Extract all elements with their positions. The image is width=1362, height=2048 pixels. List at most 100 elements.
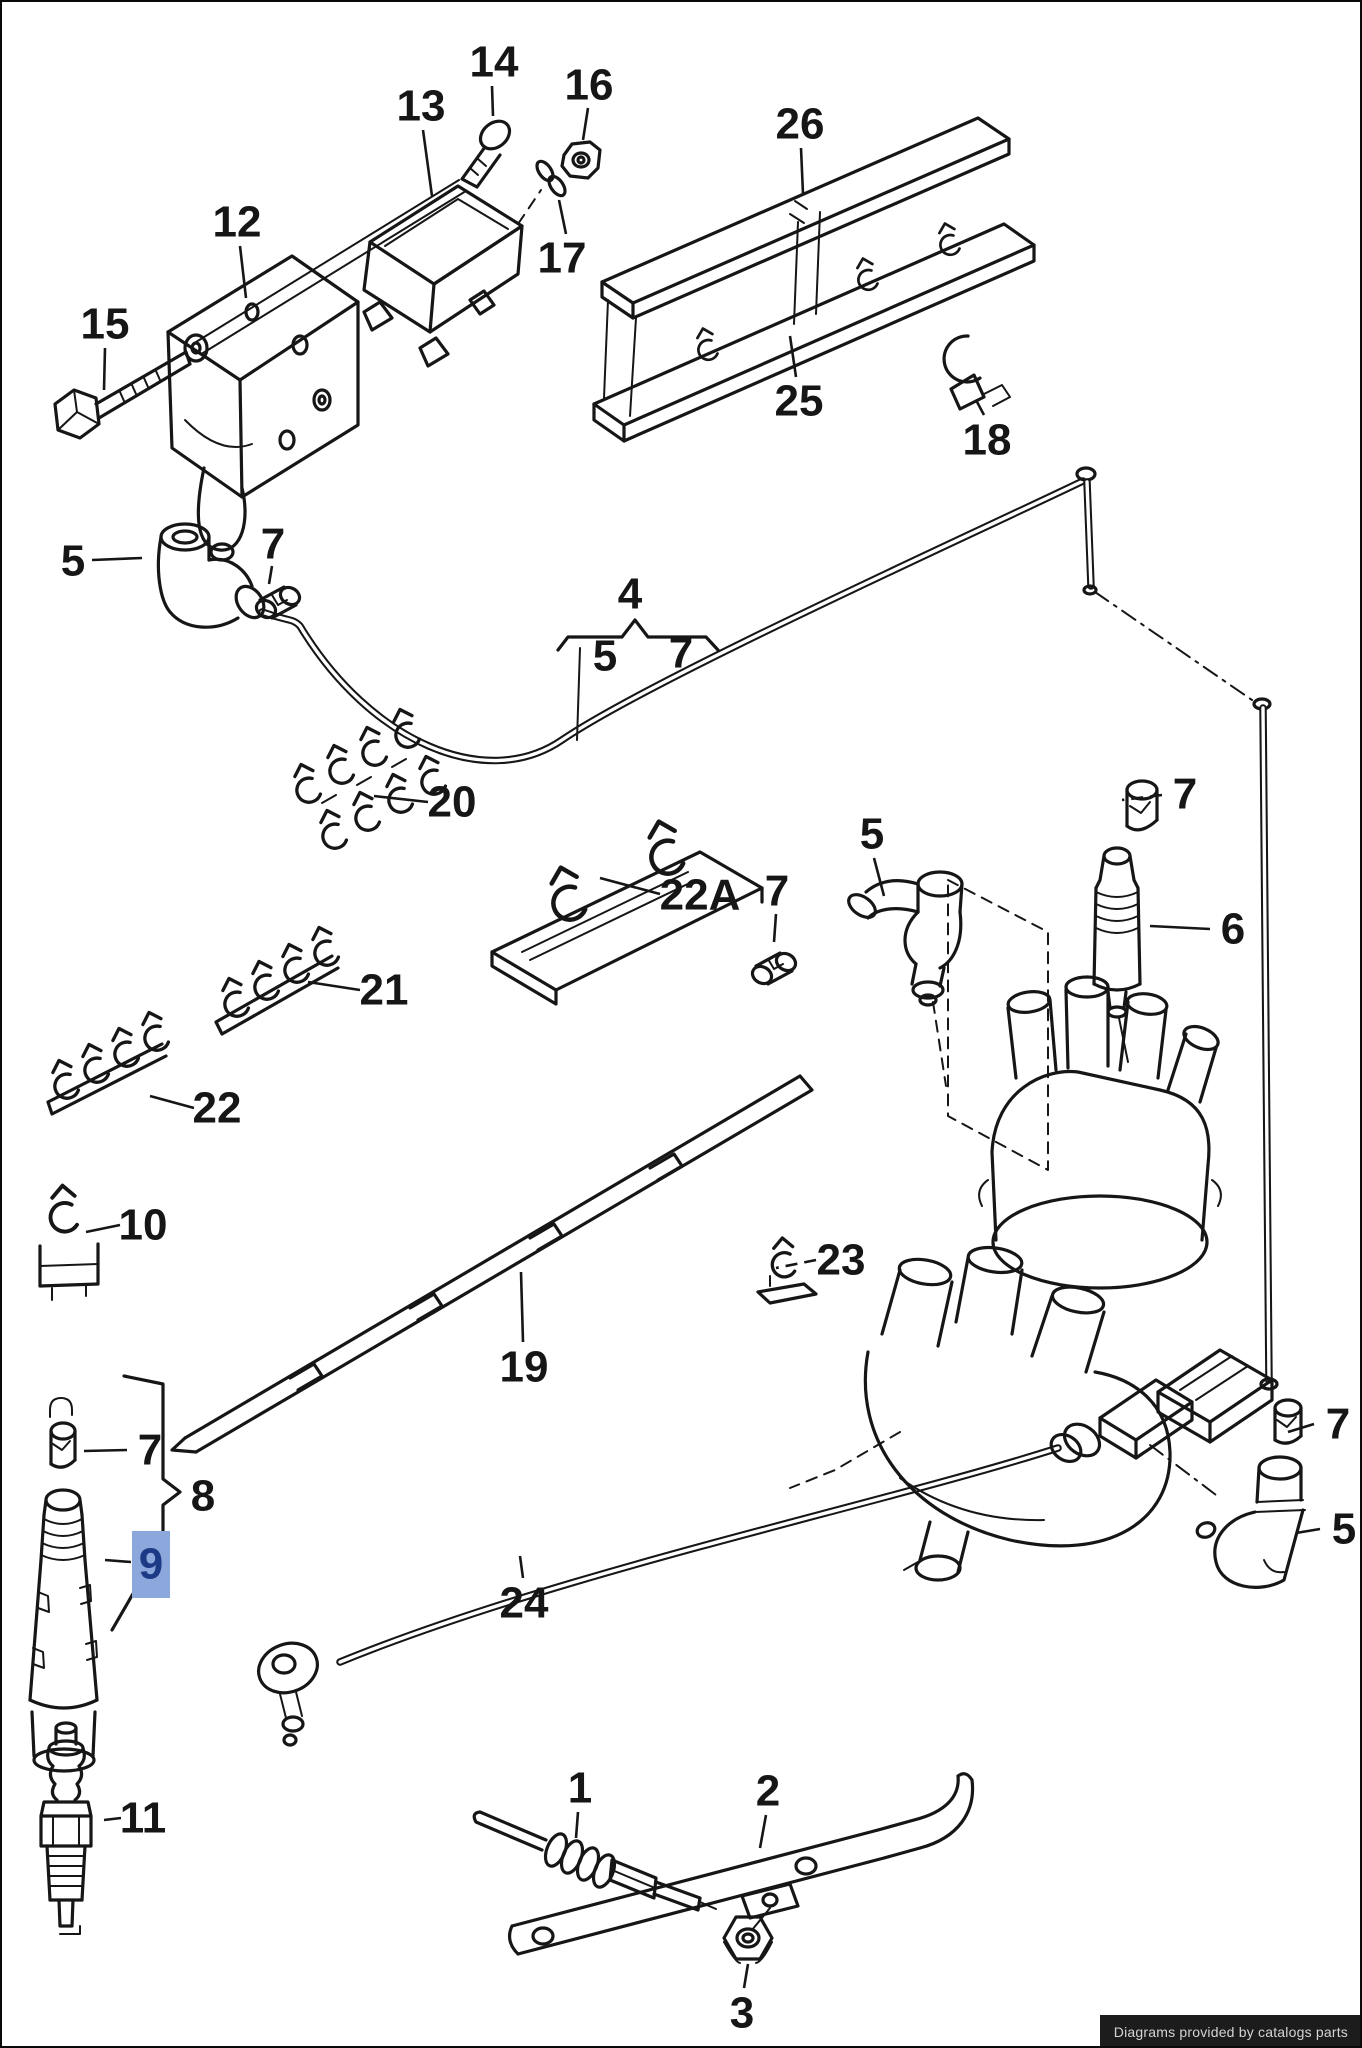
leader-line-20 bbox=[373, 794, 429, 804]
leader-line-16 bbox=[581, 107, 590, 141]
part-label-8-27[interactable]: 8 bbox=[191, 1472, 215, 1521]
part-label-5-34[interactable]: 5 bbox=[1332, 1505, 1356, 1554]
part-label-13-1[interactable]: 13 bbox=[397, 82, 446, 131]
wire-sleeve-7-mid-drawing bbox=[750, 951, 798, 986]
part-label-6-19[interactable]: 6 bbox=[1221, 905, 1245, 954]
part-label-21-20[interactable]: 21 bbox=[360, 966, 409, 1015]
cover-26-drawing bbox=[600, 116, 1011, 320]
leader-line-7 bbox=[267, 565, 274, 585]
leader-line-25 bbox=[788, 335, 798, 378]
leader-line-9 bbox=[104, 1558, 132, 1564]
clip-23-drawing bbox=[756, 1234, 818, 1305]
leader-line-23 bbox=[775, 1258, 817, 1270]
wire-sleeve-7-left-drawing bbox=[254, 585, 302, 620]
leader-line-24 bbox=[518, 1555, 525, 1579]
part-label-22A-15[interactable]: 22A bbox=[660, 871, 741, 920]
leader-line-14 bbox=[490, 85, 495, 117]
leader-line-7 bbox=[772, 913, 778, 943]
connector-plug-24-drawing bbox=[1049, 1348, 1274, 1464]
part-label-1-30[interactable]: 1 bbox=[568, 1764, 592, 1813]
leader-line-2 bbox=[758, 1814, 768, 1849]
connector-sleeve-6-drawing bbox=[1092, 846, 1142, 1063]
wire-clip-row-21-drawing bbox=[212, 922, 346, 1036]
wire-clip-row-20-drawing bbox=[284, 704, 453, 855]
part-label-7-26[interactable]: 7 bbox=[138, 1426, 162, 1475]
washers-17-drawing bbox=[535, 159, 567, 198]
watermark: Diagrams provided by catalogs parts bbox=[1099, 2015, 1362, 2048]
part-label-16-2[interactable]: 16 bbox=[565, 61, 614, 110]
leader-line-18 bbox=[974, 399, 986, 416]
wire-clip-row-22-drawing bbox=[42, 1007, 176, 1116]
ignition-wire-right-drawing bbox=[1252, 697, 1279, 1391]
part-label-20-14[interactable]: 20 bbox=[428, 778, 477, 827]
leader-line-22A bbox=[599, 876, 661, 896]
leader-line-1 bbox=[574, 1811, 580, 1839]
leader-line-5 bbox=[91, 556, 143, 562]
part-label-7-13[interactable]: 7 bbox=[669, 629, 693, 678]
part-label-11-29[interactable]: 11 bbox=[120, 1794, 167, 1843]
part-label-14-0[interactable]: 14 bbox=[470, 38, 519, 87]
part-label-5-12[interactable]: 5 bbox=[593, 632, 617, 681]
leader-line-15 bbox=[102, 347, 107, 391]
part-label-7-16[interactable]: 7 bbox=[765, 867, 789, 916]
distributor-cap-drawing bbox=[978, 975, 1222, 1290]
leader-line-7 bbox=[1121, 793, 1163, 802]
part-label-5-17[interactable]: 5 bbox=[860, 810, 884, 859]
part-label-4-11[interactable]: 4 bbox=[618, 570, 643, 619]
leader-line-10 bbox=[85, 1223, 121, 1234]
part-label-9-28[interactable]: 9 bbox=[139, 1540, 163, 1589]
glow-plug-1-drawing bbox=[472, 1810, 717, 1912]
part-label-10-22[interactable]: 10 bbox=[119, 1201, 168, 1250]
part-label-18-8[interactable]: 18 bbox=[963, 416, 1012, 465]
wire-clip-7-left-drawing bbox=[49, 1397, 77, 1469]
clamp-10-drawing bbox=[38, 1183, 100, 1301]
wire-elbow-5-left-drawing bbox=[156, 522, 266, 629]
leader-line-7 bbox=[1287, 1422, 1315, 1434]
retaining-clip-18-drawing bbox=[942, 334, 1011, 411]
spark-plug-connector-9-drawing bbox=[28, 1488, 99, 1773]
ignition-coil-drawing bbox=[166, 179, 467, 562]
nut-3-drawing bbox=[722, 1915, 774, 1964]
control-module-drawing bbox=[362, 184, 524, 368]
part-label-5-9[interactable]: 5 bbox=[61, 537, 85, 586]
part-label-3-32[interactable]: 3 bbox=[730, 1989, 754, 2038]
leader-line-11 bbox=[103, 1816, 122, 1822]
part-label-23-24[interactable]: 23 bbox=[817, 1236, 866, 1285]
part-label-25-7[interactable]: 25 bbox=[775, 377, 824, 426]
group-4-bracket bbox=[556, 618, 720, 741]
part-label-19-23[interactable]: 19 bbox=[500, 1343, 549, 1392]
distributor-drawing bbox=[863, 1245, 1172, 1582]
leader-line-6 bbox=[1149, 924, 1211, 931]
leader-line-17 bbox=[557, 199, 568, 235]
leader-line-21 bbox=[307, 980, 361, 992]
wire-elbow-5-bottom-right-drawing bbox=[1195, 1455, 1306, 1589]
ignition-wire-4-drawing bbox=[258, 466, 1098, 765]
watermark-text: Diagrams provided by catalogs parts bbox=[1113, 2023, 1348, 2040]
spark-plug-11-drawing bbox=[39, 1721, 93, 1935]
part-label-22-21[interactable]: 22 bbox=[193, 1084, 242, 1133]
part-label-17-3[interactable]: 17 bbox=[538, 234, 587, 283]
leader-line-19 bbox=[519, 1271, 525, 1343]
module-bolt-14-drawing bbox=[460, 119, 512, 189]
part-label-7-18[interactable]: 7 bbox=[1173, 770, 1197, 819]
part-label-15-6[interactable]: 15 bbox=[81, 300, 130, 349]
leader-line-13 bbox=[421, 129, 434, 197]
leader-line-26 bbox=[799, 147, 805, 195]
part-label-2-31[interactable]: 2 bbox=[756, 1767, 780, 1816]
part-label-26-4[interactable]: 26 bbox=[776, 100, 825, 149]
leader-line-5 bbox=[1295, 1527, 1321, 1535]
part-label-12-5[interactable]: 12 bbox=[213, 198, 262, 247]
part-label-7-33[interactable]: 7 bbox=[1326, 1400, 1350, 1449]
cover-strip-19-drawing bbox=[170, 1074, 814, 1454]
leader-line-12 bbox=[238, 245, 248, 299]
part-label-7-10[interactable]: 7 bbox=[261, 520, 285, 569]
coil-bolt-15-drawing bbox=[53, 350, 192, 440]
association-lines bbox=[517, 189, 1253, 1499]
part-label-24-25[interactable]: 24 bbox=[500, 1579, 549, 1628]
sensor-cable-24-drawing bbox=[257, 1444, 1062, 1747]
leader-line-7 bbox=[83, 1448, 128, 1453]
leader-line-3 bbox=[742, 1963, 750, 1989]
